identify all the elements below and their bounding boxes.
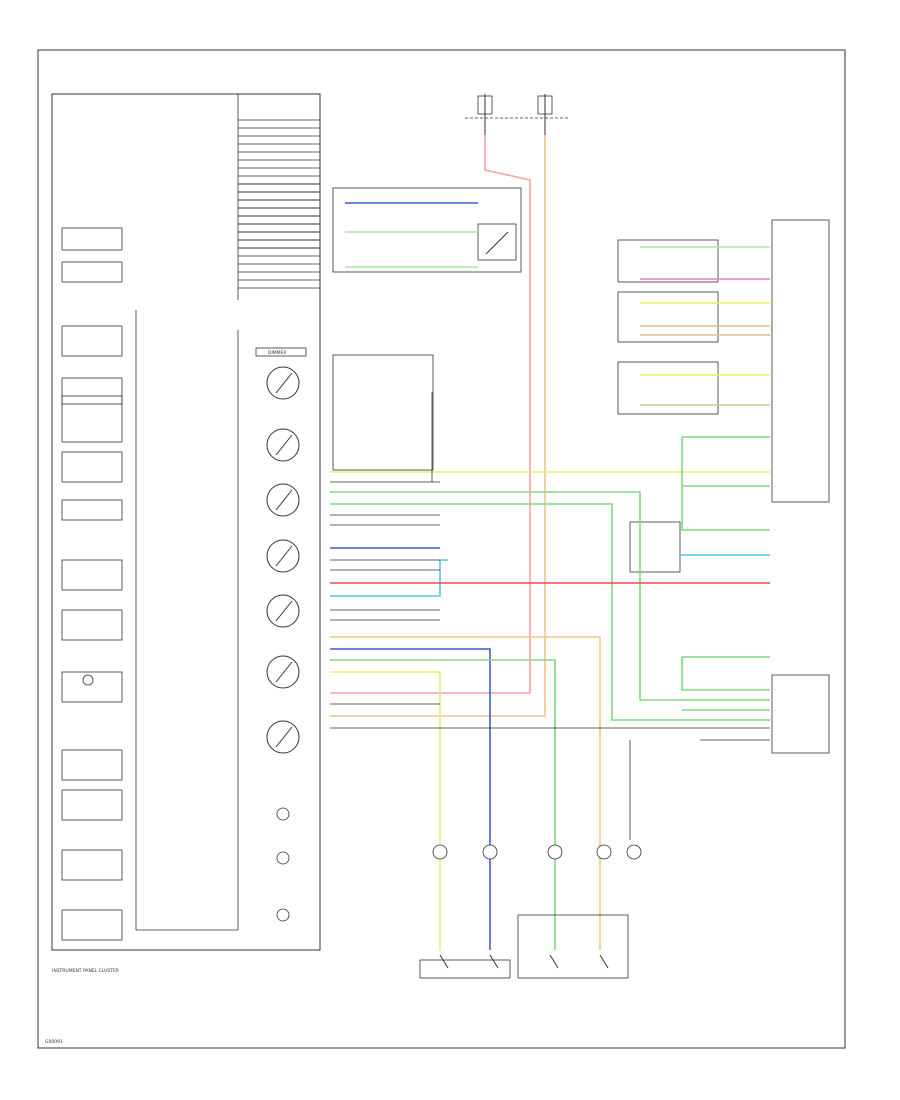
fuse-sources (465, 94, 570, 135)
fuel-level-sender (617, 239, 719, 283)
oil-pressure-sensor (617, 291, 719, 343)
cluster-outline (51, 93, 321, 951)
oil-pressure-module (332, 354, 434, 471)
bottom-switches (419, 914, 629, 979)
black-wires (330, 392, 770, 840)
brake-switch-module (332, 187, 522, 273)
vehicle-speed-sensor (629, 521, 681, 573)
colored-wires (330, 135, 770, 950)
ebcm-box (771, 674, 830, 754)
cluster-label: INSTRUMENT PANEL CLUSTER (52, 968, 119, 974)
powertrain-control-module (771, 219, 830, 503)
fuel-gauge (266, 428, 300, 462)
volts-gauge (266, 483, 300, 517)
transmission-temp-gauge (266, 655, 300, 689)
speedometer-gauge (266, 594, 300, 628)
brake-switch-box (477, 223, 517, 261)
diagram-frame (37, 49, 846, 1049)
cluster-connector-pins (238, 119, 320, 289)
engine-coolant-temp-gauge (266, 366, 300, 400)
indicator-lamps (61, 227, 123, 941)
coolant-temp-sensor (617, 361, 719, 415)
dimmer-resistor (255, 347, 307, 357)
engine-oil-pressure-gauge (266, 720, 300, 754)
tachometer-gauge (266, 539, 300, 573)
gauges (266, 366, 300, 754)
bottom-lamps (432, 844, 642, 860)
turn-lamps (276, 807, 290, 922)
corner-code: G00091 (45, 1039, 63, 1045)
dimmer-label: DIMMER (268, 350, 287, 356)
